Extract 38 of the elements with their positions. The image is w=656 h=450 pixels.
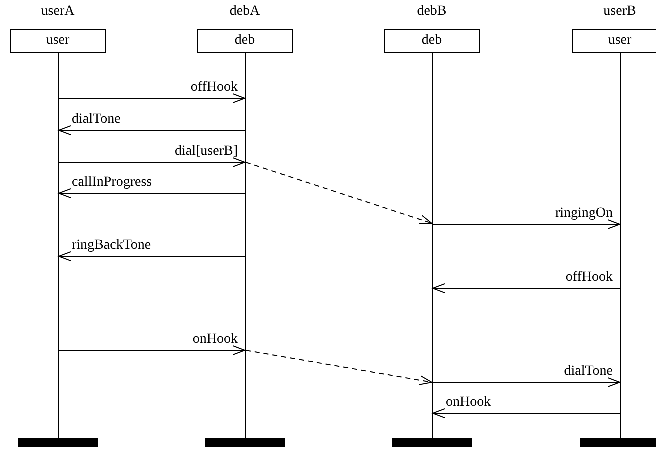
message-arrow [432, 220, 620, 230]
object-box: user [10, 29, 106, 53]
message-arrow [432, 408, 620, 418]
lifeline-end-bar [205, 438, 285, 447]
lifeline-end-bar [18, 438, 98, 447]
participant-name: debA [230, 3, 260, 21]
object-box: deb [384, 29, 480, 53]
message-label: dialTone [564, 364, 613, 380]
message-arrow [58, 188, 246, 198]
participant-name: userB [604, 3, 636, 21]
object-box: user [572, 29, 656, 53]
participant-name: userA [41, 3, 75, 21]
lifeline [432, 53, 433, 438]
dashed-message-arrow [246, 162, 432, 225]
message-arrow [58, 126, 246, 136]
lifeline [58, 53, 59, 438]
message-label: onHook [192, 332, 238, 348]
message-arrow [432, 284, 620, 294]
message-arrow [58, 158, 246, 168]
lifeline-end-bar [392, 438, 472, 447]
message-label: dial[userB] [175, 144, 238, 160]
message-label: ringBackTone [72, 238, 152, 254]
message-label: dialTone [72, 112, 121, 128]
message-label: onHook [446, 395, 492, 411]
message-label: offHook [190, 80, 238, 96]
message-label: offHook [566, 270, 613, 286]
lifeline-end-bar [580, 438, 656, 447]
message-arrow [58, 252, 246, 262]
message-label: callInProgress [72, 175, 152, 191]
message-arrow [58, 94, 246, 104]
message-arrow [58, 346, 246, 356]
lifeline [245, 53, 246, 438]
message-label: ringingOn [555, 206, 613, 222]
dashed-message-arrow [246, 350, 432, 386]
lifeline [620, 53, 621, 438]
message-arrow [432, 378, 620, 388]
object-box: deb [197, 29, 293, 53]
participant-name: debB [417, 3, 447, 21]
